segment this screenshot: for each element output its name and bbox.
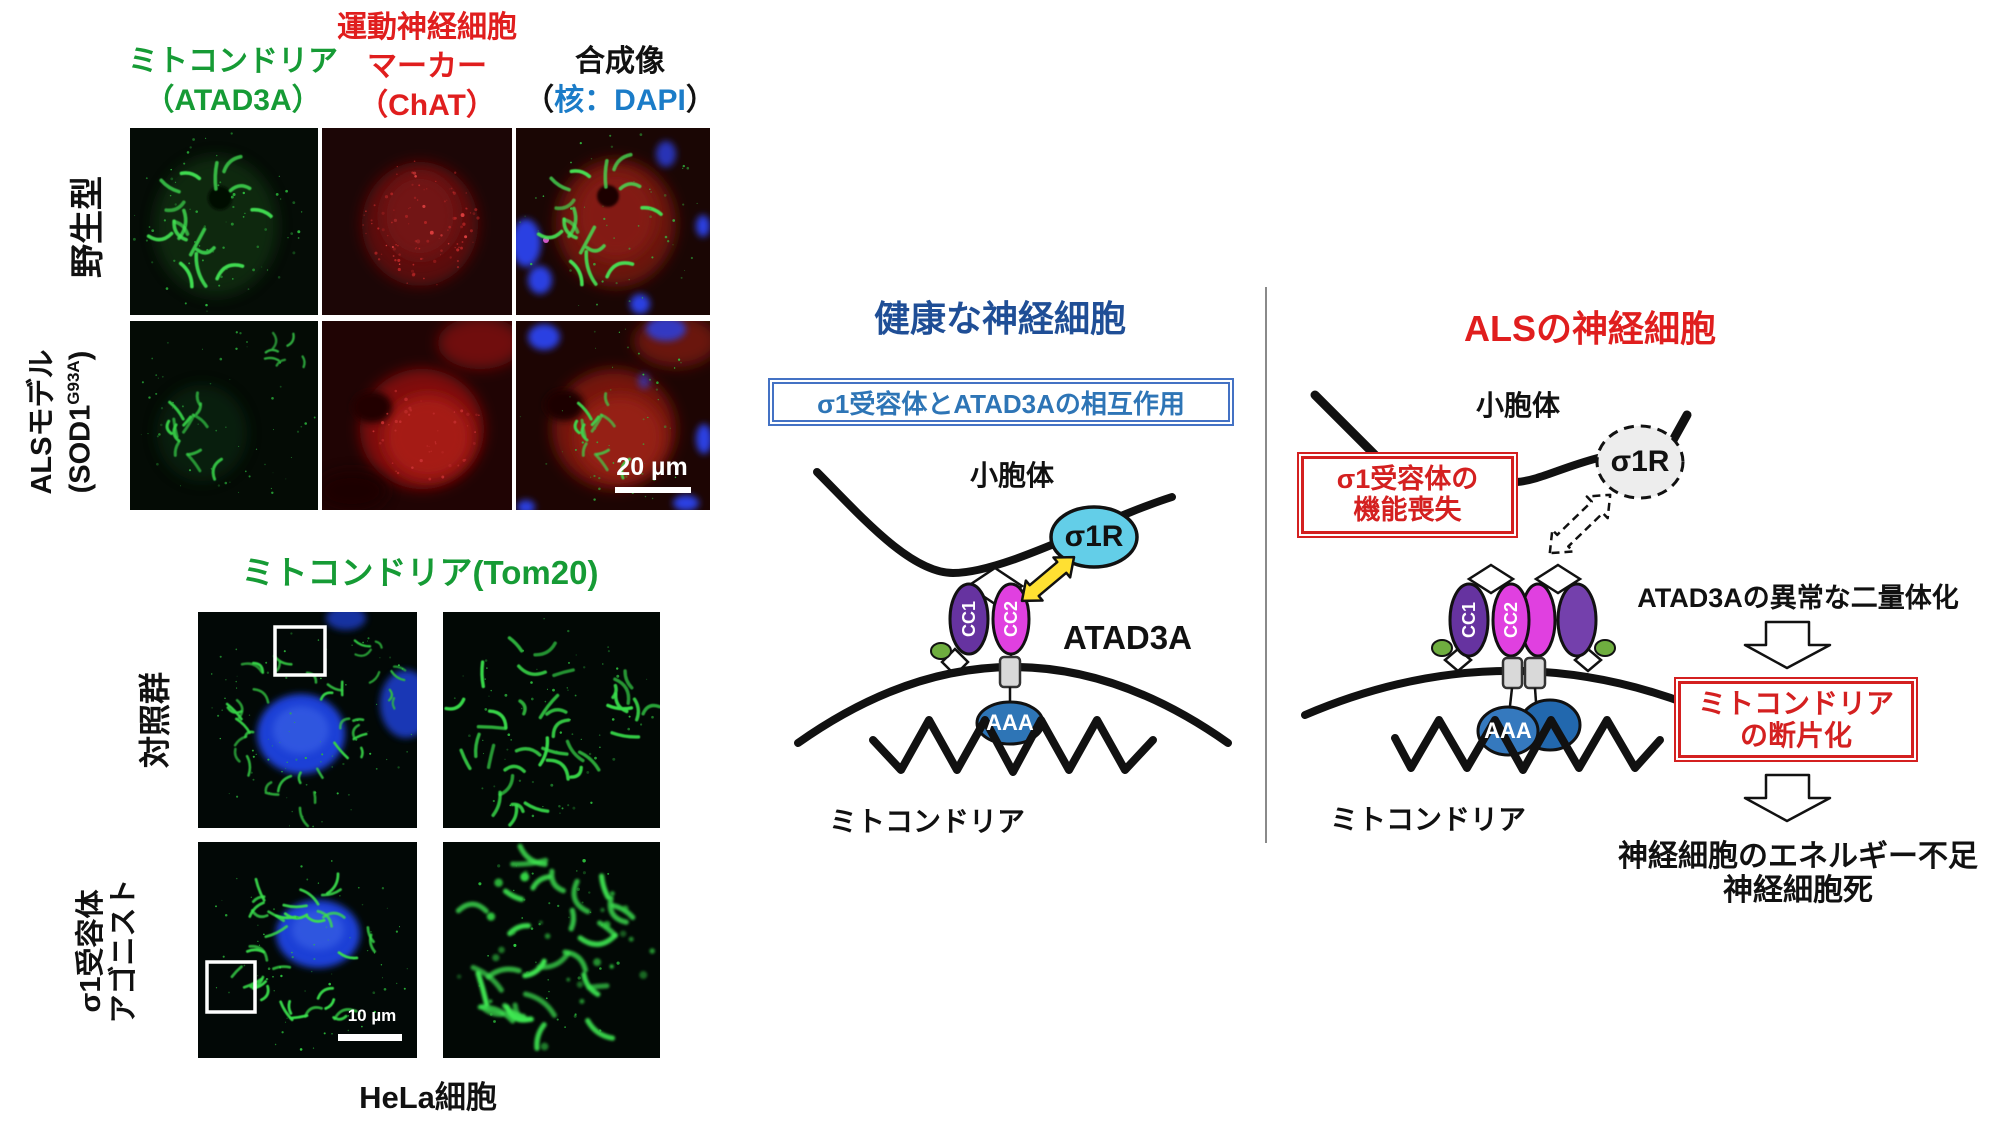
healthy-cc2-label: CC2 [1000,601,1021,638]
agonist-line2: アゴニスト [108,878,140,1024]
healthy-atad3a-label: ATAD3A [1063,619,1192,656]
section-divider [1265,287,1267,843]
als-dimer-label: ATAD3Aの異常な二量体化 [1637,583,1959,613]
block-arrow-2 [1743,773,1832,823]
sigma1r-oval-lost [1595,424,1685,500]
als-model-line2: (SOD1G93A) [64,350,97,494]
frag-line1: ミトコンドリア [1697,687,1894,719]
micrograph-hela-control-inset [443,612,660,828]
sod1-superscript: G93A [64,360,84,405]
healthy-er-label: 小胞体 [969,460,1054,491]
row-label-agonist: σ1受容体 アゴニスト [74,871,142,1031]
healthy-title: 健康な神経細胞 [873,298,1126,339]
col-header-atad3a-line2: （ATAD3A） [144,84,322,117]
micrograph-wt-chat [322,128,512,315]
col-header-chat: 運動神経細胞 マーカー （ChAT） [312,8,542,125]
als-mito-label: ミトコンドリア [1329,804,1526,835]
row-label-wildtype: 野生型 [68,176,107,278]
loss-line1: σ1受容体の [1336,464,1479,494]
micrograph-hela-agonist [198,842,417,1058]
tom20-title: ミトコンドリア(Tom20) [241,554,599,591]
cc1-oval [948,582,990,656]
block-arrow-1 [1743,620,1832,670]
outcome-line2: 神経細胞死 [1723,874,1873,907]
healthy-aaa-label: AAA [986,710,1034,735]
row-label-als-model: ALSモデル (SOD1G93A) [26,307,97,537]
col-header-chat-line1: 運動神経細胞 [337,11,517,44]
als-title: ALSの神経細胞 [1463,308,1716,349]
tm-domain [998,655,1022,689]
micrograph-wt-atad3a [130,128,318,315]
micrograph-hela-control [198,612,417,828]
healthy-interaction-text: σ1受容体とATAD3Aの相互作用 [817,388,1185,419]
healthy-mito-label: ミトコンドリア [828,806,1025,837]
als-cc2-label: CC2 [1500,602,1521,639]
als-diagram [1301,390,1832,823]
micrograph-hela-agonist-inset [443,842,660,1058]
col-header-merge-line1: 合成像 [575,45,665,78]
frag-line2: の断片化 [1739,719,1852,751]
als-sigma1r-label: σ1R [1610,445,1670,478]
dimer-purple2-oval [1556,582,1598,658]
sigma1r-loss-box: σ1受容体の 機能喪失 [1297,452,1518,538]
loss-line2: 機能喪失 [1353,495,1462,525]
scale-label-20um: 20 µm [616,453,688,481]
micrograph-als-atad3a [130,321,318,510]
scale-bar-20um [615,487,691,493]
als-model-line1: ALSモデル [26,349,59,495]
paren-close: ） [685,84,716,117]
coil-diamond-1 [1466,563,1516,595]
col-header-atad3a: ミトコンドリア （ATAD3A） [118,42,348,120]
er-membrane [1513,454,1602,486]
green-lobe-left [1431,639,1453,657]
mito-fragmentation-box: ミトコンドリア の断片化 [1674,677,1918,762]
er-stub-right [1667,410,1692,447]
cristae-zigzag [869,716,1157,776]
interaction-arrow [1020,555,1076,603]
healthy-interaction-box: σ1受容体とATAD3Aの相互作用 [768,378,1234,426]
hela-caption: HeLa細胞 [359,1080,497,1115]
green-lobe-right [1594,639,1616,657]
healthy-cc1-label: CC1 [958,601,979,638]
cristae-zigzag [1391,716,1664,774]
micrograph-als-chat [322,321,512,510]
agonist-line1: σ1受容体 [75,889,107,1013]
healthy-diagram [794,468,1232,776]
als-er-label: 小胞体 [1475,390,1560,421]
scale-label-10um: 10 µm [347,1006,397,1025]
green-lobe [930,642,952,660]
als-outcome-label: 神経細胞のエネルギー不足 神経細胞死 [1598,840,1998,908]
als-cc1-label: CC1 [1458,602,1479,639]
roi-box-control [273,625,327,677]
broken-interaction-arrow [1548,493,1612,555]
er-stub-left [1310,390,1385,465]
tm-domain-2 [1523,656,1547,690]
col-header-chat-line3: （ChAT） [358,89,496,122]
scale-bar-10um [338,1034,402,1041]
micrograph-als-merge [516,321,710,510]
col-header-merge: 合成像 （核：DAPI） [505,42,735,120]
col-header-merge-line2: （核：DAPI） [505,81,735,120]
roi-box-agonist [205,960,257,1014]
dapi-label: 核：DAPI [554,84,686,117]
col-header-atad3a-line1: ミトコンドリア [128,45,338,78]
col-header-chat-line2: マーカー [367,50,487,83]
outcome-line1: 神経細胞のエネルギー不足 [1618,840,1978,873]
mito-outer-membrane [1301,666,1694,719]
cc1-oval [1448,582,1490,658]
micrograph-wt-merge [516,128,710,315]
row-label-control: 対照群 [137,672,173,769]
paren-open: （ [524,84,555,117]
als-aaa-label: AAA [1484,718,1532,743]
sigma1r-oval [1049,505,1139,569]
healthy-sigma1r-label: σ1R [1064,520,1124,553]
tm-domain-1 [1501,656,1524,690]
